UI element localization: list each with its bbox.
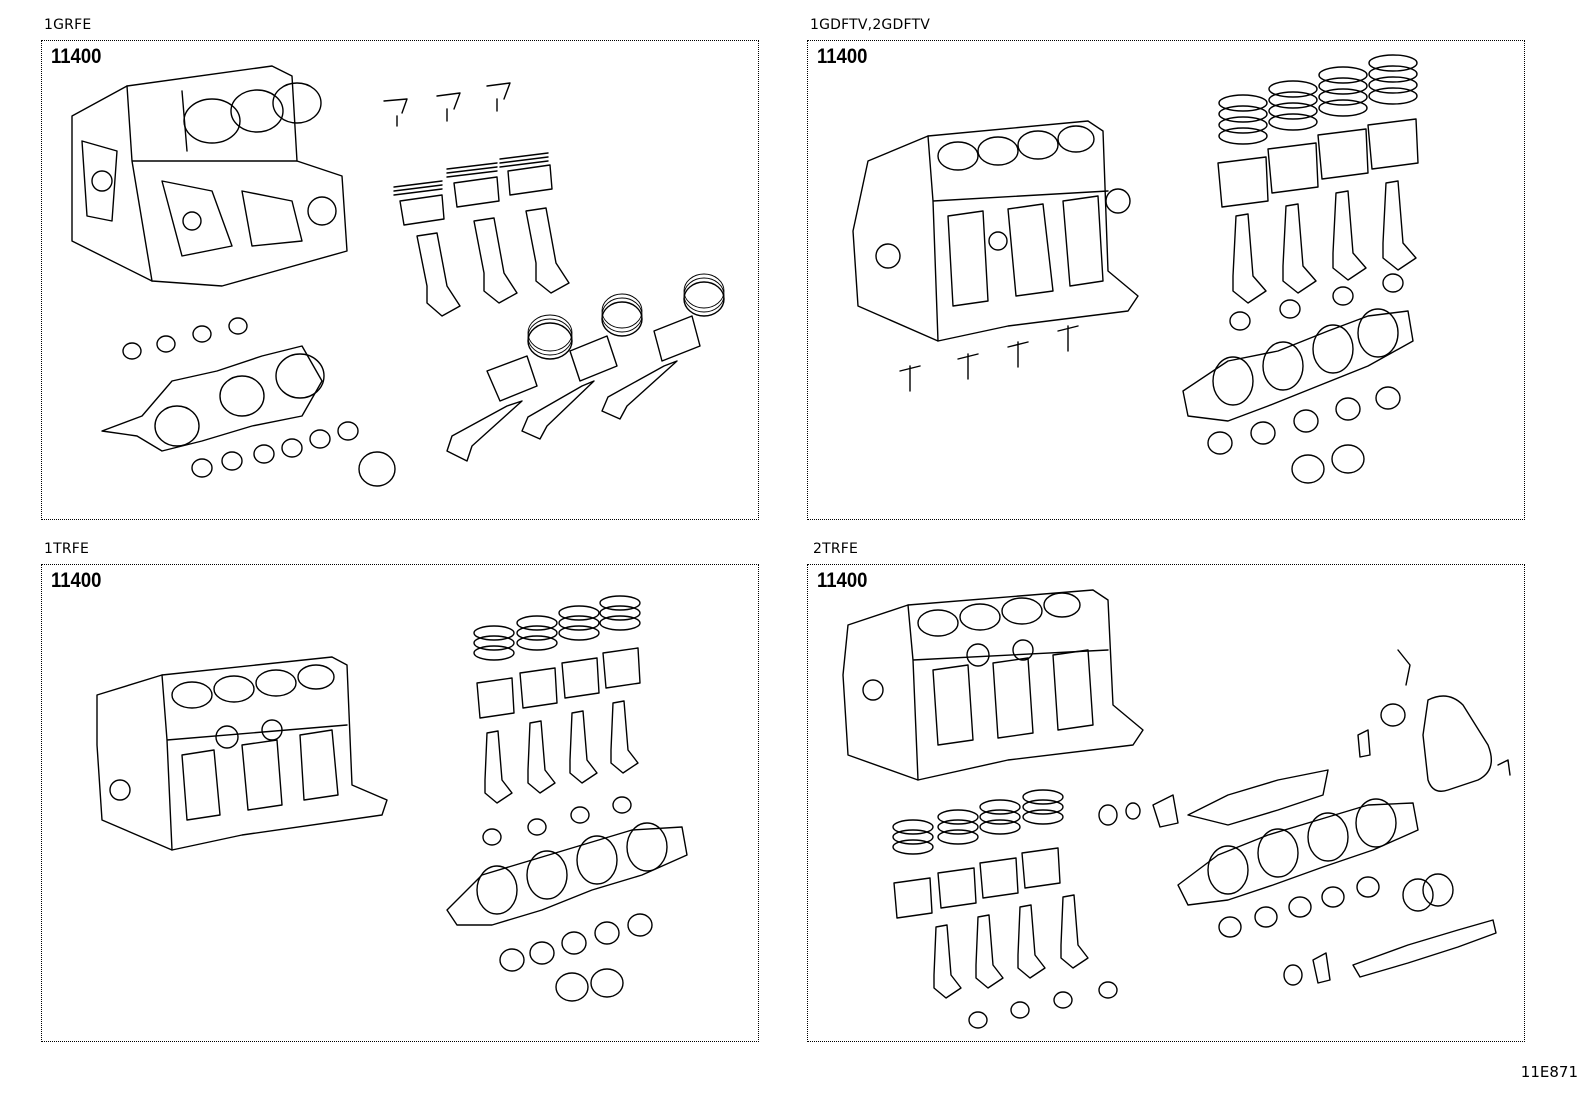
- panel-1grfe: 11400: [41, 40, 759, 520]
- illustration-code: 11E871: [1520, 1063, 1578, 1081]
- panel-1trfe: 11400: [41, 564, 759, 1042]
- panel-title-1trfe: 1TRFE: [44, 541, 90, 557]
- part-number-label[interactable]: 11400: [51, 569, 102, 592]
- part-number-label[interactable]: 11400: [51, 45, 102, 68]
- panel-title-2trfe: 2TRFE: [813, 541, 859, 557]
- panel-2trfe: 11400: [807, 564, 1525, 1042]
- panel-title-1gdftv-2gdftv: 1GDFTV,2GDFTV: [810, 17, 930, 33]
- short-block-illustration-1grfe: [71, 65, 725, 487]
- part-number-label[interactable]: 11400: [817, 45, 868, 68]
- panel-1gdftv-2gdftv: 11400: [807, 40, 1525, 520]
- short-block-illustration-1trfe: [96, 595, 688, 1002]
- panel-title-1grfe: 1GRFE: [44, 17, 92, 33]
- short-block-illustration-1gdftv-2gdftv: [852, 54, 1419, 484]
- part-number-label[interactable]: 11400: [817, 569, 868, 592]
- short-block-illustration-2trfe: [842, 589, 1511, 1029]
